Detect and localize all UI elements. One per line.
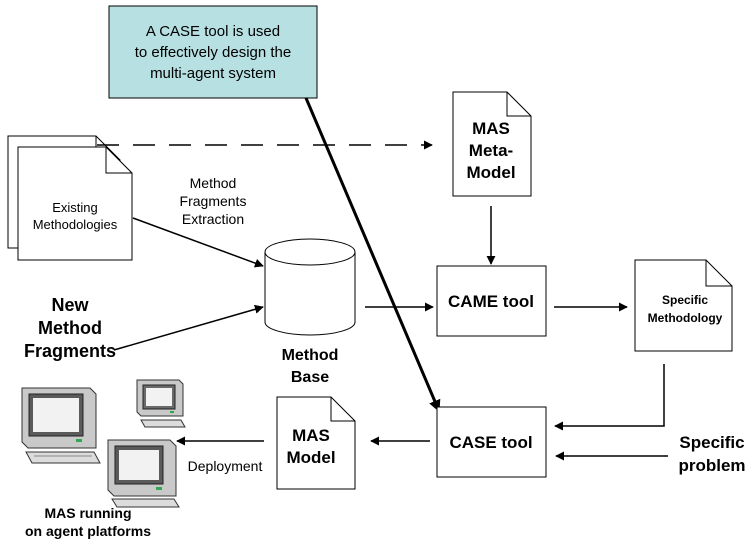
arrow-new-to-base xyxy=(113,304,264,351)
specific-problem-line-1: Specific xyxy=(679,433,744,452)
new-fragments-line-2: Method xyxy=(38,318,102,338)
specific-problem-label: Specific problem xyxy=(678,433,745,475)
meta-model-line-1: MAS xyxy=(472,119,510,138)
mas-running-line-2: on agent platforms xyxy=(25,523,151,539)
came-tool-label: CAME tool xyxy=(448,292,534,311)
existing-methodologies-line-1: Existing xyxy=(52,200,98,215)
computer-icon xyxy=(21,387,101,464)
mas-model-line-1: MAS xyxy=(292,426,330,445)
callout-line-1: A CASE tool is used xyxy=(146,23,280,40)
deployment-label: Deployment xyxy=(188,458,263,474)
case-tool-label: CASE tool xyxy=(449,433,532,452)
arrow-callout-to-case xyxy=(304,97,441,413)
existing-methodologies-document: Existing Methodologies xyxy=(7,135,133,261)
case-tool-box: CASE tool xyxy=(436,406,547,478)
mas-running-line-1: MAS running xyxy=(44,505,131,521)
method-base-line-1: Method xyxy=(282,347,339,364)
new-method-fragments-label: New Method Fragments xyxy=(24,295,116,361)
specific-methodology-document: Specific Methodology xyxy=(634,259,733,352)
method-base-line-2: Base xyxy=(291,369,329,386)
specific-problem-line-2: problem xyxy=(678,456,745,475)
arrow-existing-to-base xyxy=(132,217,264,268)
mas-meta-model-document: MAS Meta- Model xyxy=(452,91,532,197)
mas-model-document: MAS Model xyxy=(276,396,356,490)
new-fragments-line-3: Fragments xyxy=(24,341,116,361)
came-tool-box: CAME tool xyxy=(436,265,547,337)
method-base-cylinder: Method Base xyxy=(264,238,356,386)
extraction-label-line-1: Method xyxy=(190,175,237,191)
existing-methodologies-line-2: Methodologies xyxy=(33,217,118,232)
computer-icon xyxy=(107,439,180,508)
specific-methodology-line-2: Methodology xyxy=(648,311,723,325)
arrow-methodology-to-case xyxy=(554,364,665,431)
meta-model-line-3: Model xyxy=(466,163,515,182)
callout-line-2: to effectively design the xyxy=(135,44,292,61)
new-fragments-line-1: New xyxy=(51,295,89,315)
meta-model-line-2: Meta- xyxy=(469,141,513,160)
specific-methodology-line-1: Specific xyxy=(662,293,708,307)
case-tool-callout: A CASE tool is used to effectively desig… xyxy=(108,5,318,99)
mas-running-label: MAS running on agent platforms xyxy=(25,505,151,539)
callout-line-3: multi-agent system xyxy=(150,65,276,82)
extraction-label-line-3: Extraction xyxy=(182,211,244,227)
extraction-label-line-2: Fragments xyxy=(180,193,247,209)
mas-model-line-2: Model xyxy=(286,448,335,467)
computer-icon xyxy=(136,379,186,428)
extraction-label: Method Fragments Extraction xyxy=(180,175,247,227)
